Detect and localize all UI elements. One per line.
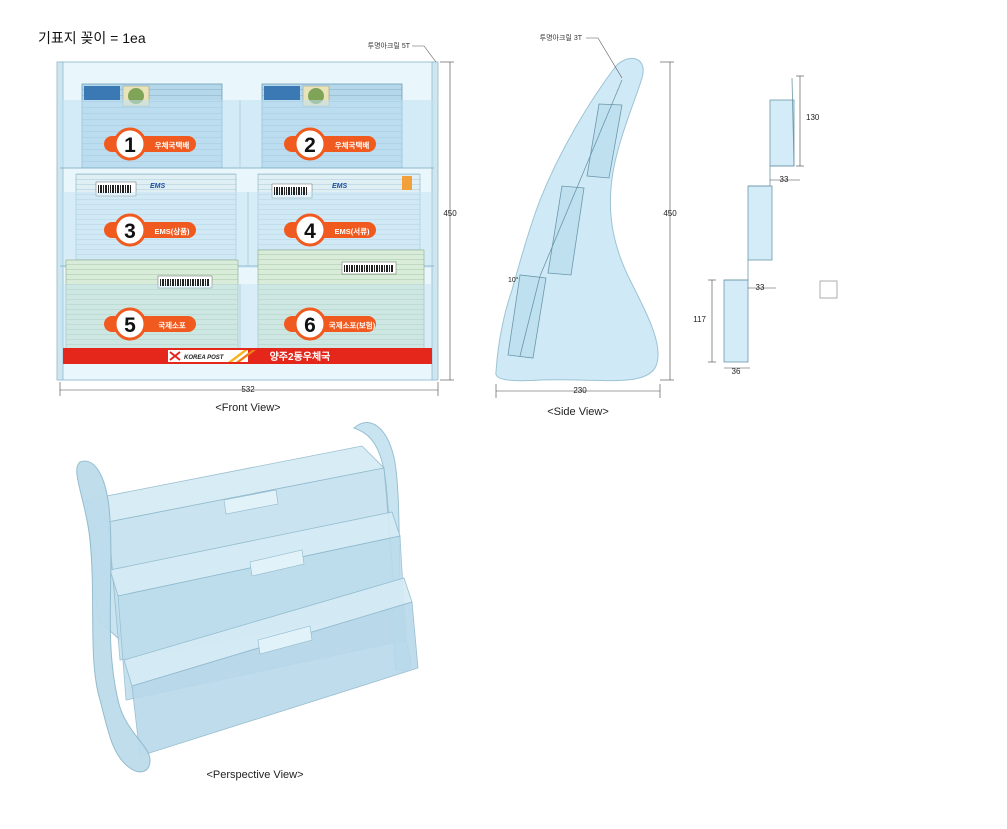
office-name: 양주2동우체국 <box>270 350 331 363</box>
side-height-label: 450 <box>663 209 677 218</box>
korea-post-mark <box>169 351 181 361</box>
detail-step2-label: 33 <box>756 283 765 292</box>
front-height-dimension <box>440 61 454 381</box>
slot-label: 우체국택배 <box>155 140 190 150</box>
slot-6: 6 국제소포(보험) <box>284 307 376 341</box>
slot-5: 5 국제소포 <box>104 307 196 341</box>
detail-dimensions <box>708 75 804 369</box>
side-width-dimension <box>495 384 661 398</box>
right-side-panel <box>431 61 439 381</box>
side-view-caption: <Side View> <box>547 406 609 418</box>
slot-number: 2 <box>304 134 316 157</box>
barcode-right <box>274 187 307 195</box>
front-view-caption: <Front View> <box>215 402 281 414</box>
left-side-panel <box>56 61 64 381</box>
front-width-dimension <box>59 382 439 396</box>
perspective-view <box>76 422 419 773</box>
slot-label: 우체국택배 <box>335 140 370 150</box>
ems-logo-left: EMS <box>150 183 166 190</box>
side-width-label: 230 <box>573 386 587 395</box>
ems-logo-right: EMS <box>332 183 348 190</box>
barcode-bottom-left <box>160 279 209 286</box>
side-material-leader <box>586 37 623 79</box>
bottom-tier <box>65 249 425 351</box>
front-height-label: 450 <box>443 209 457 218</box>
front-material-leader <box>412 45 437 63</box>
detail-top-height-label: 130 <box>806 113 820 122</box>
slot-label: EMS(서류) <box>334 226 370 236</box>
barcode-bottom-right <box>344 265 393 272</box>
detail-view <box>723 77 795 363</box>
barcode-left <box>98 185 131 193</box>
side-height-dimension <box>660 61 674 381</box>
front-width-label: 532 <box>241 385 255 394</box>
side-angle-label: 10° <box>508 276 519 284</box>
slot-label: 국제소포 <box>158 320 186 330</box>
slot-4: 4 EMS(서류) <box>284 213 376 247</box>
perspective-view-caption: <Perspective View> <box>206 769 304 781</box>
front-view <box>56 61 439 381</box>
slot-number: 5 <box>124 314 136 337</box>
side-view <box>495 57 659 382</box>
detail-step1-label: 33 <box>780 175 789 184</box>
detail-bottom-height-label: 117 <box>693 315 706 324</box>
korea-post-logo: KOREA POST <box>184 355 225 361</box>
slot-1: 1 우체국택배 <box>104 127 196 161</box>
slot-number: 6 <box>304 314 316 337</box>
slot-label: EMS(상품) <box>154 226 190 236</box>
front-material-note: 투명아크릴 5T <box>368 41 411 50</box>
drawing-title: 기표지 꽂이 = 1ea <box>38 30 146 46</box>
slot-number: 4 <box>304 220 316 243</box>
side-material-note: 투명아크릴 3T <box>540 33 583 42</box>
slot-3: 3 EMS(상품) <box>104 213 196 247</box>
slot-label: 국제소포(보험) <box>329 320 376 330</box>
detail-bottom-width-label: 36 <box>732 367 741 376</box>
slot-2: 2 우체국택배 <box>284 127 376 161</box>
slot-number: 3 <box>124 220 136 243</box>
slot-number: 1 <box>124 134 136 157</box>
empty-square-marker <box>819 280 838 299</box>
